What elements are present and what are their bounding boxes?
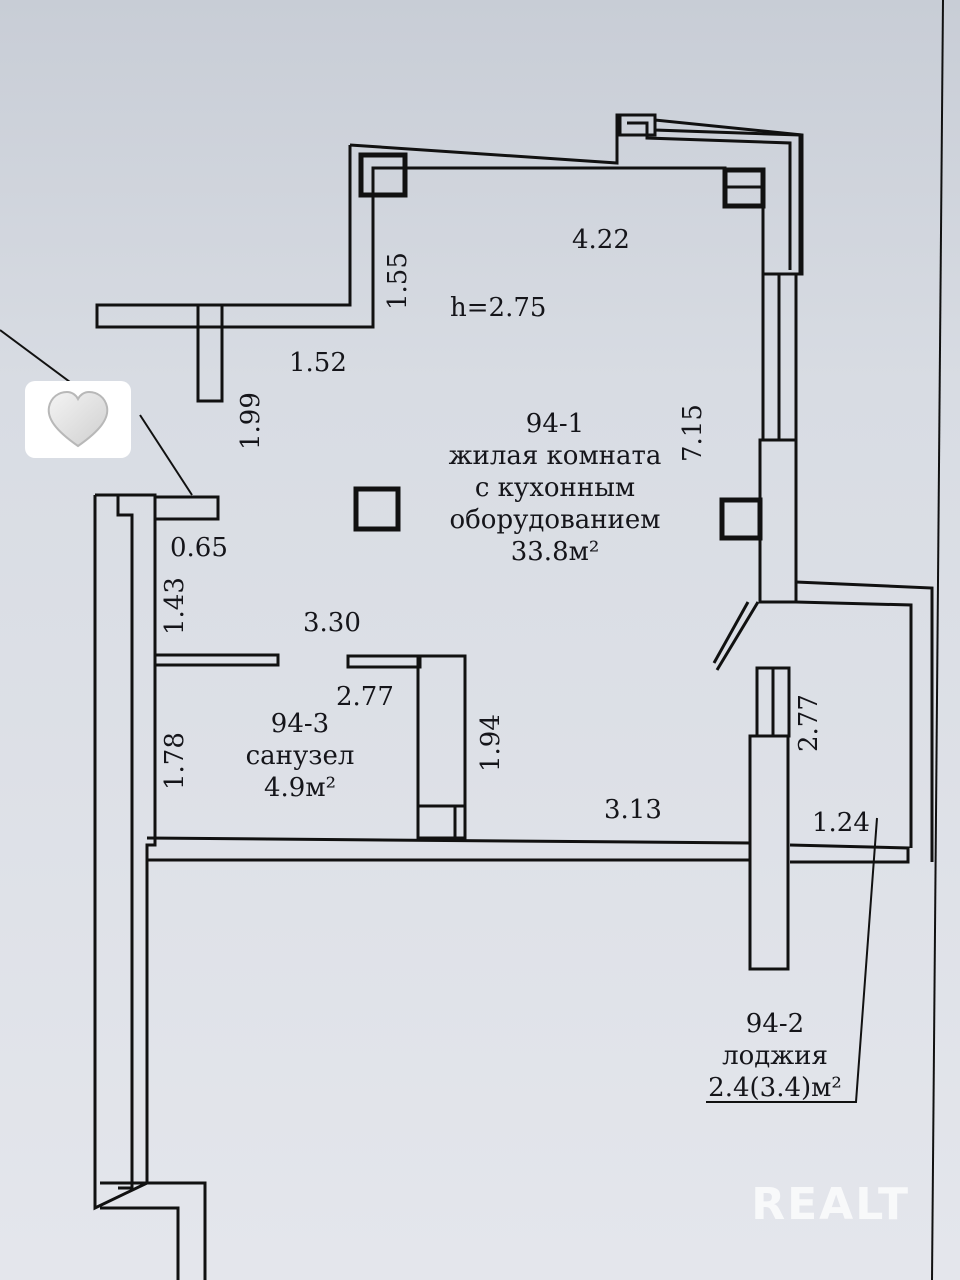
room-living-name-1: жилая комната	[448, 441, 662, 471]
dim-left-upper-horiz: 1.52	[289, 348, 347, 378]
room-living-name-2: с кухонным	[474, 473, 636, 503]
room-bathroom-label: 94-3 санузел 4.9м²	[225, 708, 375, 804]
room-loggia-area: 2.4(3.4)м²	[708, 1073, 842, 1103]
room-living-name-3: оборудованием	[449, 505, 661, 535]
dim-bath-inner-width: 2.77	[336, 682, 394, 712]
room-bathroom-id: 94-3	[270, 709, 330, 739]
dim-left-mid-vert: 1.43	[160, 577, 190, 635]
dim-right-height: 7.15	[678, 404, 708, 462]
dim-left-upper-vert: 1.99	[236, 392, 266, 450]
dim-top-left-vert: 1.55	[383, 252, 413, 310]
dim-bath-height: 1.78	[160, 732, 190, 790]
room-living-label: 94-1 жилая комната с кухонным оборудован…	[430, 408, 680, 568]
dim-top-width: 4.22	[572, 225, 630, 255]
room-bathroom-name: санузел	[245, 741, 355, 771]
room-living-area: 33.8м²	[510, 537, 600, 567]
dim-small-horiz: 0.65	[170, 533, 228, 563]
room-loggia-id: 94-2	[745, 1009, 805, 1039]
dim-bottom-width: 3.13	[604, 795, 662, 825]
watermark-logo: REALT	[751, 1179, 910, 1230]
dim-corridor-vert: 1.94	[476, 714, 506, 772]
dim-bath-top-width: 3.30	[303, 608, 361, 638]
heart-icon	[47, 390, 109, 447]
room-living-id: 94-1	[525, 409, 585, 439]
room-bathroom-area: 4.9м²	[264, 773, 336, 803]
dim-loggia-vert: 2.77	[794, 694, 824, 752]
ceiling-height: h=2.75	[450, 293, 547, 323]
room-loggia-name: лоджия	[722, 1041, 828, 1071]
favorite-button[interactable]	[25, 381, 131, 458]
dim-loggia-width: 1.24	[812, 808, 870, 838]
room-loggia-label: 94-2 лоджия 2.4(3.4)м²	[690, 1008, 860, 1104]
